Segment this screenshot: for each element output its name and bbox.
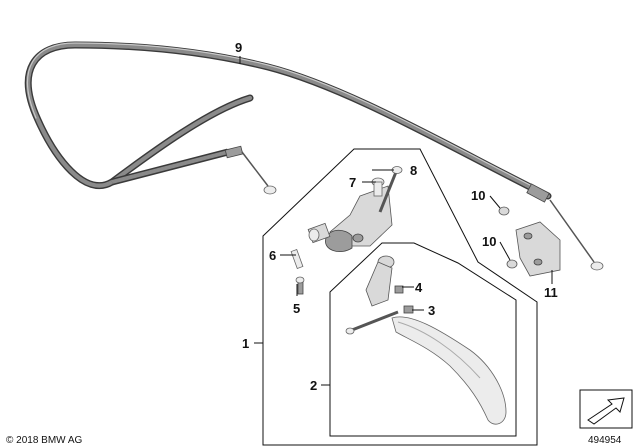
callouts: 9 7 8 10 10 6 4 11 5 3 1 2 [235,40,558,393]
clutch-lever [345,255,507,425]
callout-1: 1 [242,336,249,351]
callout-10-upper: 10 [471,188,485,203]
callout-3: 3 [428,303,435,318]
cable-bracket [498,206,561,277]
callout-4: 4 [415,280,423,295]
lever-bracket [325,166,403,252]
assembly-frame-2 [329,242,517,437]
callout-8: 8 [410,163,417,178]
callout-6: 6 [269,248,276,263]
callout-7: 7 [349,175,356,190]
copyright-text: © 2018 BMW AG [6,435,83,446]
assembly-frame-1 [262,148,538,446]
diagram-number: 494954 [588,435,622,446]
callout-11: 11 [544,285,558,300]
callout-10-lower: 10 [482,234,496,249]
leader-lines [239,56,553,386]
callout-9: 9 [235,40,242,55]
clutch-cable [24,41,604,271]
callout-2: 2 [310,378,317,393]
footer: © 2018 BMW AG 494954 [6,389,633,446]
callout-5: 5 [293,301,300,316]
direction-arrow-icon [579,389,633,429]
adjuster-part [290,222,331,295]
